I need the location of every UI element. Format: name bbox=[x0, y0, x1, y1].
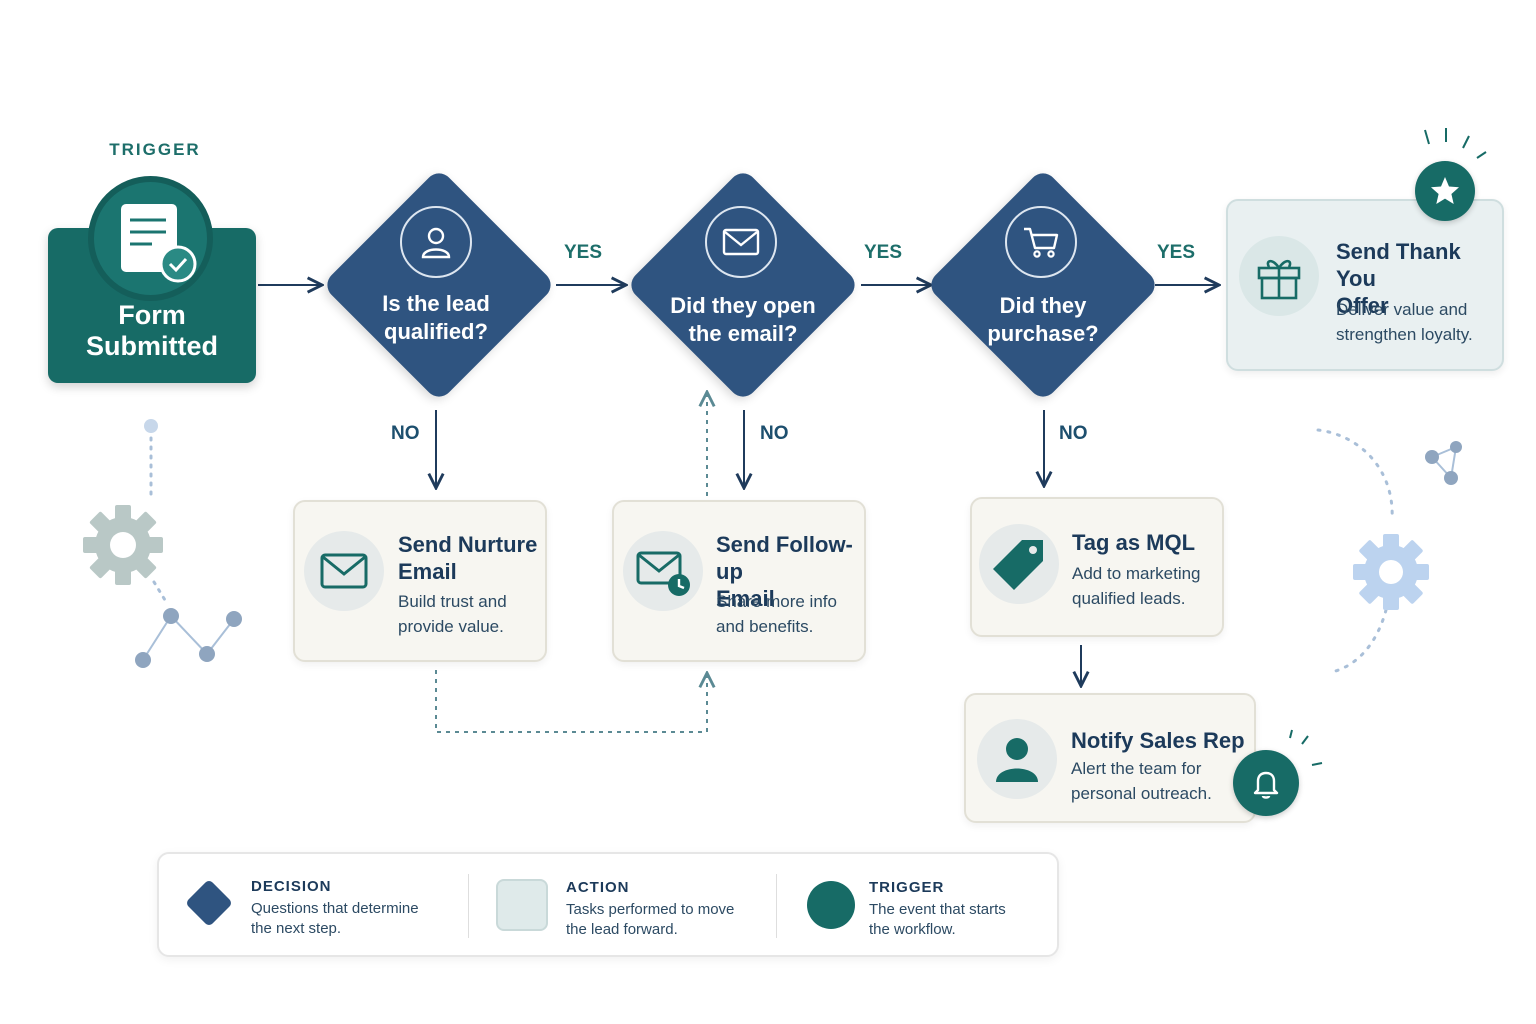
decision-purchase-question: Did they purchase? bbox=[987, 293, 1099, 346]
tag-icon-circle bbox=[979, 524, 1059, 604]
notify-title: Notify Sales Rep bbox=[1071, 728, 1245, 753]
tag-description: Add to marketing qualified leads. bbox=[1072, 564, 1201, 608]
trigger-label: TRIGGER bbox=[109, 140, 201, 159]
cart-icon bbox=[1024, 227, 1059, 258]
legend-divider bbox=[776, 874, 777, 938]
legend-trigger-description: The event that starts the workflow. bbox=[869, 901, 1006, 938]
gift-icon bbox=[1257, 259, 1301, 300]
person-icon bbox=[996, 738, 1038, 782]
nurture-icon-circle bbox=[304, 531, 384, 611]
purchase-yes-label: YES bbox=[1157, 242, 1196, 263]
gear-icon bbox=[83, 505, 163, 585]
notify-icon-circle bbox=[977, 719, 1057, 799]
decision-purchase-icon-ring bbox=[1005, 206, 1077, 278]
action-thank-you-offer[interactable]: Send Thank You Offer Deliver value and s… bbox=[1226, 199, 1504, 371]
legend-action-title: ACTION bbox=[566, 879, 630, 896]
envelope-icon bbox=[320, 553, 368, 589]
legend-decision-swatch bbox=[184, 878, 234, 928]
notify-description: Alert the team for personal outreach. bbox=[1071, 759, 1212, 803]
action-nurture-email[interactable]: Send Nurture Email Build trust and provi… bbox=[293, 500, 547, 662]
decision-qualified-question: Is the lead qualified? bbox=[382, 291, 490, 344]
qualified-yes-label: YES bbox=[564, 242, 603, 263]
legend-action-swatch bbox=[496, 879, 548, 931]
dashed-loop-nurture-to-followup bbox=[435, 670, 707, 733]
offer-title: Send Thank You Offer bbox=[1336, 239, 1461, 318]
purchase-no-label: NO bbox=[1059, 423, 1088, 444]
action-followup-email[interactable]: Send Follow-up Email Share more info and… bbox=[612, 500, 866, 662]
legend: DECISION Questions that determine the ne… bbox=[157, 852, 1059, 957]
decision-opened-icon-ring bbox=[705, 206, 777, 278]
star-icon bbox=[1431, 177, 1459, 204]
envelope-clock-icon bbox=[636, 551, 690, 596]
action-notify-sales[interactable]: Notify Sales Rep Alert the team for pers… bbox=[964, 693, 1256, 823]
bell-spark-icon bbox=[1289, 729, 1323, 766]
offer-description: Deliver value and strengthen loyalty. bbox=[1336, 300, 1473, 344]
network-icon bbox=[135, 608, 242, 668]
bell-icon bbox=[1253, 771, 1279, 799]
legend-trigger-title: TRIGGER bbox=[869, 879, 945, 896]
legend-decision-title: DECISION bbox=[251, 878, 332, 895]
nurture-title: Send Nurture Email bbox=[398, 532, 538, 584]
followup-title: Send Follow-up Email bbox=[716, 532, 853, 611]
offer-star-badge bbox=[1415, 161, 1475, 221]
nurture-description: Build trust and provide value. bbox=[398, 592, 507, 636]
envelope-icon bbox=[722, 228, 760, 256]
network-icon bbox=[1425, 441, 1462, 485]
tag-icon bbox=[993, 540, 1043, 590]
gear-decoration-right bbox=[1316, 428, 1462, 674]
decision-qualified-icon-ring bbox=[400, 206, 472, 278]
trigger-title: Form Submitted bbox=[86, 300, 218, 361]
form-check-icon bbox=[121, 204, 197, 283]
legend-action-description: Tasks performed to move the lead forward… bbox=[566, 901, 735, 938]
gift-icon-circle bbox=[1239, 236, 1319, 316]
trigger-icon-circle bbox=[88, 176, 213, 301]
tag-title: Tag as MQL bbox=[1072, 530, 1196, 555]
star-spark-icon bbox=[1424, 128, 1487, 159]
followup-description: Share more info and benefits. bbox=[716, 592, 837, 636]
legend-trigger-swatch bbox=[807, 881, 855, 929]
gear-icon bbox=[1353, 534, 1429, 610]
decision-opened-question: Did they open the email? bbox=[670, 293, 816, 346]
legend-decision-description: Questions that determine the next step. bbox=[251, 900, 419, 937]
notify-bell-badge bbox=[1233, 750, 1299, 816]
opened-yes-label: YES bbox=[864, 242, 903, 263]
gear-decoration-left bbox=[83, 419, 242, 668]
opened-no-label: NO bbox=[760, 423, 789, 444]
legend-divider bbox=[468, 874, 469, 938]
user-icon bbox=[421, 227, 451, 259]
action-tag-mql[interactable]: Tag as MQL Add to marketing qualified le… bbox=[970, 497, 1224, 637]
qualified-no-label: NO bbox=[391, 423, 420, 444]
followup-icon-circle bbox=[623, 531, 703, 611]
